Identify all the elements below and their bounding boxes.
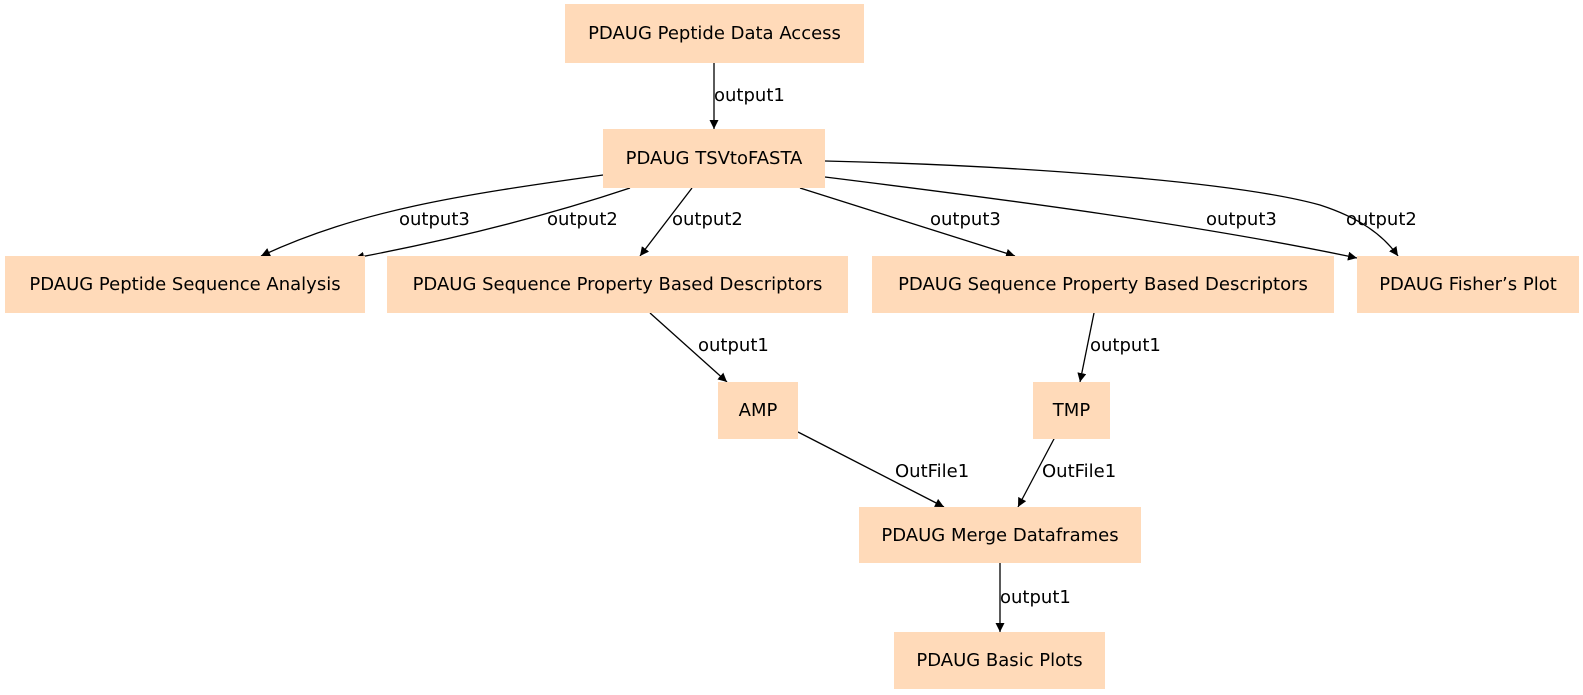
edge-n1-n4 <box>799 187 1016 258</box>
edge-n6-n8 <box>797 431 945 508</box>
node-tsv-to-fasta[interactable]: PDAUG TSVtoFASTA <box>603 129 825 188</box>
edge-n1-n3 <box>639 187 693 257</box>
node-peptide-sequence-analysis[interactable]: PDAUG Peptide Sequence Analysis <box>5 256 365 313</box>
node-peptide-data-access[interactable]: PDAUG Peptide Data Access <box>565 4 864 63</box>
edge-n4-n7 <box>1077 312 1095 383</box>
edge-label-n1-n4: output3 <box>930 209 1001 230</box>
edge-label-n1-n5-output3: output3 <box>1206 209 1277 230</box>
node-sequence-property-descriptors-left[interactable]: PDAUG Sequence Property Based Descriptor… <box>387 256 848 313</box>
node-basic-plots[interactable]: PDAUG Basic Plots <box>894 632 1105 689</box>
edge-label-n6-n8: OutFile1 <box>895 461 969 482</box>
node-tmp[interactable]: TMP <box>1033 382 1110 439</box>
node-sequence-property-descriptors-right[interactable]: PDAUG Sequence Property Based Descriptor… <box>872 256 1334 313</box>
edge-n3-n6 <box>649 312 728 383</box>
edge-label-n0-n1: output1 <box>714 85 785 106</box>
edge-label-n1-n2-output2: output2 <box>547 209 618 230</box>
edge-label-n8-n9: output1 <box>1000 587 1071 608</box>
node-fishers-plot[interactable]: PDAUG Fisher’s Plot <box>1357 256 1579 313</box>
edge-n7-n8 <box>1017 436 1056 508</box>
edge-n1-n5-output2 <box>824 160 1399 257</box>
edge-n1-n2-output2 <box>354 187 631 261</box>
node-merge-dataframes[interactable]: PDAUG Merge Dataframes <box>859 507 1141 563</box>
edge-label-n4-n7: output1 <box>1090 335 1161 356</box>
edge-label-n7-n8: OutFile1 <box>1042 461 1116 482</box>
edge-n1-n2-output3 <box>260 174 604 257</box>
node-amp[interactable]: AMP <box>718 382 798 439</box>
edge-label-n3-n6: output1 <box>698 335 769 356</box>
edge-label-n1-n5-output2: output2 <box>1346 209 1417 230</box>
edge-n1-n5-output3 <box>824 176 1358 261</box>
edge-label-n1-n3: output2 <box>672 209 743 230</box>
edge-label-n1-n2-output3: output3 <box>399 209 470 230</box>
